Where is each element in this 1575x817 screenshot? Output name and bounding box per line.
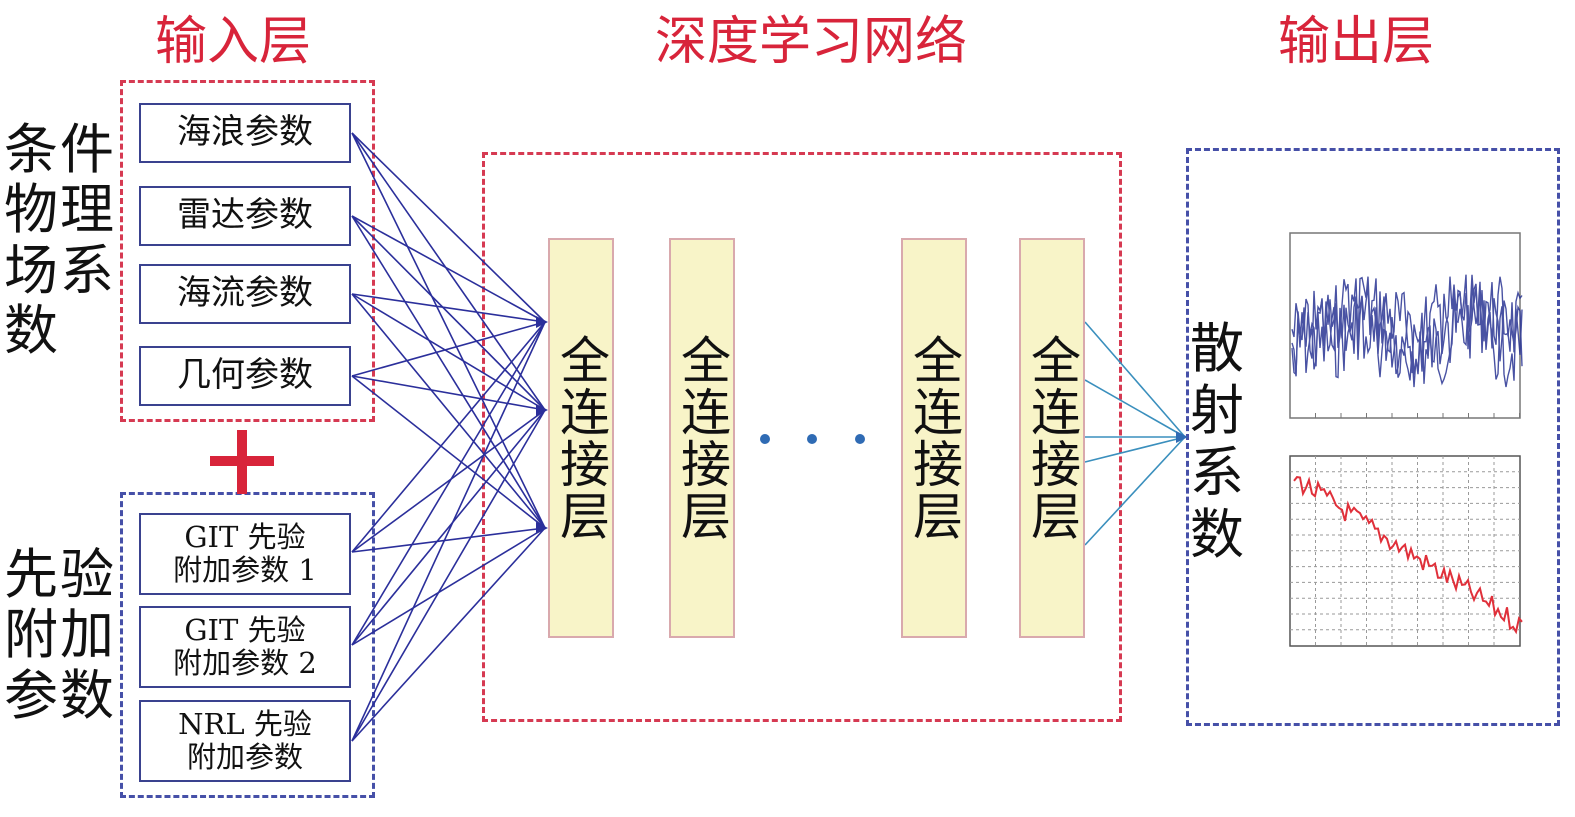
plus-icon bbox=[210, 430, 274, 494]
deep-network-title: 深度学习网络 bbox=[655, 12, 968, 72]
ellipsis-dot-1 bbox=[760, 434, 770, 444]
wave-param-box: 海浪参数 bbox=[139, 103, 351, 163]
connection-3-2 bbox=[351, 375, 546, 529]
input-layer-title: 输入层 bbox=[155, 12, 312, 72]
connection-0-2 bbox=[351, 132, 546, 529]
blue-trace-2 bbox=[1291, 276, 1523, 388]
fc-layer-2: 全连接层 bbox=[669, 238, 735, 638]
prior-group-frame bbox=[120, 492, 375, 798]
output-connection-1 bbox=[1084, 379, 1186, 438]
connection-1-1 bbox=[351, 215, 546, 411]
fc-layer-1: 全连接层 bbox=[548, 238, 614, 638]
fc-layer-3: 全连接层 bbox=[901, 238, 967, 638]
git-prior-2-box: GIT 先验 附加参数 2 bbox=[139, 606, 351, 688]
connection-6-1 bbox=[351, 409, 546, 742]
connection-5-0 bbox=[351, 321, 546, 646]
git-prior-1-box: GIT 先验 附加参数 1 bbox=[139, 513, 351, 595]
connection-6-2 bbox=[351, 527, 546, 742]
scatter-angle-plot bbox=[1289, 455, 1523, 647]
output-layer-title: 输出层 bbox=[1278, 12, 1435, 72]
connection-3-1 bbox=[351, 375, 546, 411]
arrow-head-0 bbox=[536, 316, 548, 328]
fc-layer-2-label: 全连接层 bbox=[673, 334, 731, 542]
output-arrow-head bbox=[1176, 431, 1188, 443]
fc-layer-3-label: 全连接层 bbox=[905, 334, 963, 542]
fc-layer-4-label: 全连接层 bbox=[1023, 334, 1081, 542]
geometry-param-box: 几何参数 bbox=[139, 346, 351, 406]
blue-trace-1 bbox=[1291, 274, 1523, 388]
fc-layer-4: 全连接层 bbox=[1019, 238, 1085, 638]
connection-1-0 bbox=[351, 215, 546, 323]
connection-4-2 bbox=[351, 527, 546, 553]
arrow-head-2 bbox=[536, 522, 548, 534]
arrow-head-1 bbox=[536, 404, 548, 416]
current-param-box: 海流参数 bbox=[139, 264, 351, 324]
connection-0-1 bbox=[351, 132, 546, 411]
radar-param-box: 雷达参数 bbox=[139, 186, 351, 246]
connection-4-0 bbox=[351, 321, 546, 553]
output-connection-4 bbox=[1084, 436, 1186, 546]
scatter-coefficient-label: 散 射 系 数 bbox=[1190, 317, 1244, 567]
connection-5-2 bbox=[351, 527, 546, 646]
nrl-prior-box: NRL 先验 附加参数 bbox=[139, 700, 351, 782]
fc-layer-1-label: 全连接层 bbox=[552, 334, 610, 542]
connection-6-0 bbox=[351, 321, 546, 742]
connection-5-1 bbox=[351, 409, 546, 646]
physical-field-label: 条件 物理 场系 数 bbox=[4, 118, 116, 363]
prior-param-label: 先验 附加 参数 bbox=[4, 543, 116, 727]
connection-2-0 bbox=[351, 293, 546, 323]
connection-0-0 bbox=[351, 132, 546, 323]
scatter-sequence-plot bbox=[1289, 232, 1523, 419]
ellipsis-dot-3 bbox=[855, 434, 865, 444]
connection-1-2 bbox=[351, 215, 546, 529]
output-connection-3 bbox=[1084, 436, 1186, 463]
output-connection-0 bbox=[1084, 321, 1186, 438]
ellipsis-dot-2 bbox=[807, 434, 817, 444]
connection-2-2 bbox=[351, 293, 546, 529]
connection-4-1 bbox=[351, 409, 546, 553]
connection-3-0 bbox=[351, 321, 546, 377]
